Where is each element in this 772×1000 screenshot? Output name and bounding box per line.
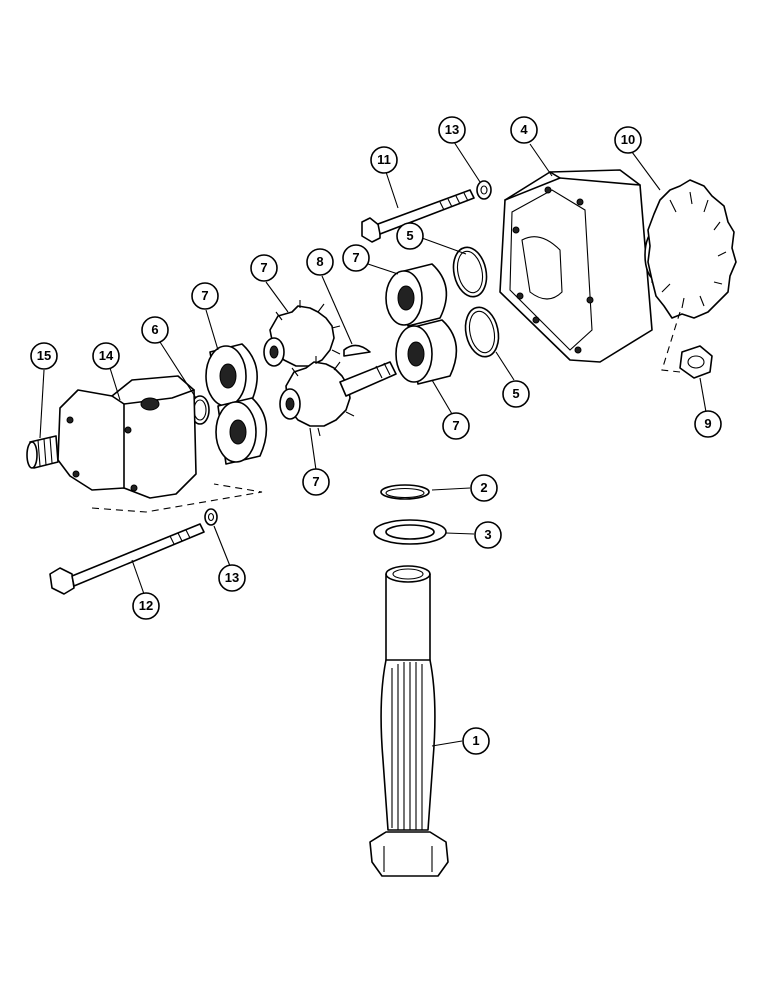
callout-15: 15 xyxy=(30,342,58,370)
part-bushing-left-upper xyxy=(205,343,258,409)
callout-1: 1 xyxy=(462,727,490,755)
callout-2: 2 xyxy=(470,474,498,502)
part-nut xyxy=(661,311,713,379)
svg-text:5: 5 xyxy=(406,228,413,243)
callout-10: 10 xyxy=(614,126,642,154)
part-gear-upper xyxy=(263,300,341,367)
callout-7-right-upper: 7 xyxy=(342,244,370,272)
callout-13-upper: 13 xyxy=(438,116,466,144)
svg-text:7: 7 xyxy=(452,418,459,433)
svg-text:14: 14 xyxy=(99,348,114,363)
part-bolt-upper xyxy=(361,189,475,243)
leader-lines xyxy=(39,141,707,747)
callout-12: 12 xyxy=(132,592,160,620)
callout-7-gear: 7 xyxy=(250,254,278,282)
callout-5-lower: 5 xyxy=(502,380,530,408)
callout-14: 14 xyxy=(92,342,120,370)
svg-text:12: 12 xyxy=(139,598,153,613)
svg-text:7: 7 xyxy=(201,288,208,303)
part-drive-gear xyxy=(644,179,737,319)
part-lockwasher-upper xyxy=(476,180,492,200)
part-gear-lower xyxy=(279,356,397,437)
callout-8: 8 xyxy=(306,248,334,276)
callout-7-bottom: 7 xyxy=(302,468,330,496)
callout-11: 11 xyxy=(370,146,398,174)
svg-text:9: 9 xyxy=(704,416,711,431)
part-o-ring-lower xyxy=(464,306,500,358)
svg-text:13: 13 xyxy=(445,122,459,137)
callout-4: 4 xyxy=(510,116,538,144)
callout-3: 3 xyxy=(474,521,502,549)
callout-6: 6 xyxy=(141,316,169,344)
callout-9: 9 xyxy=(694,410,722,438)
svg-text:15: 15 xyxy=(37,348,51,363)
part-snap-ring xyxy=(380,484,430,500)
part-pump-cover xyxy=(57,375,263,513)
callout-7-left: 7 xyxy=(191,282,219,310)
svg-text:11: 11 xyxy=(377,152,391,167)
svg-text:6: 6 xyxy=(151,322,158,337)
part-bushing-right-lower xyxy=(395,319,458,385)
svg-text:5: 5 xyxy=(512,386,519,401)
callout-7-right-lower: 7 xyxy=(442,412,470,440)
svg-text:7: 7 xyxy=(260,260,267,275)
part-pump-housing xyxy=(499,169,653,363)
part-key xyxy=(343,344,371,357)
svg-text:13: 13 xyxy=(225,570,239,585)
callout-5-upper: 5 xyxy=(396,222,424,250)
svg-text:10: 10 xyxy=(621,132,635,147)
part-bushing-right-upper xyxy=(385,263,448,327)
part-fitting xyxy=(26,435,59,469)
svg-text:3: 3 xyxy=(484,527,491,542)
svg-text:4: 4 xyxy=(520,122,528,137)
svg-text:7: 7 xyxy=(352,250,359,265)
svg-text:1: 1 xyxy=(472,733,479,748)
part-o-ring-upper xyxy=(452,246,488,298)
part-washer xyxy=(373,519,447,545)
part-drive-shaft xyxy=(369,565,449,877)
svg-text:7: 7 xyxy=(312,474,319,489)
svg-text:2: 2 xyxy=(480,480,487,495)
part-bushing-left-lower xyxy=(215,397,268,465)
callout-13-lower: 13 xyxy=(218,564,246,592)
part-lockwasher-lower xyxy=(204,508,218,526)
svg-text:8: 8 xyxy=(316,254,323,269)
part-bolt-lower xyxy=(49,523,205,595)
